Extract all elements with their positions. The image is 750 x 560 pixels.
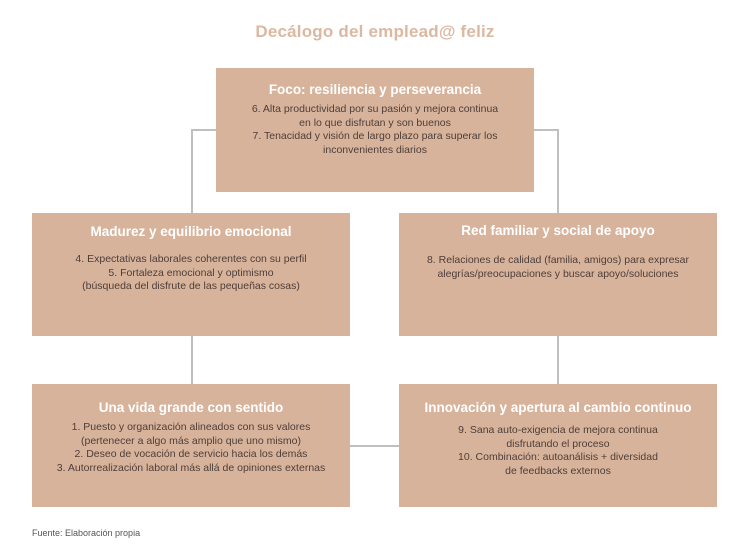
connector-right-vertical: [557, 336, 559, 384]
box-heading: Una vida grande con sentido: [98, 400, 284, 415]
box-text: 6. Alta productividad por su pasión y me…: [251, 103, 499, 156]
connector-top-right-vertical: [557, 129, 559, 213]
box-heading: Madurez y equilibrio emocional: [90, 224, 292, 239]
connector-top-right-horizontal: [534, 129, 559, 131]
box-text: 8. Relaciones de calidad (familia, amigo…: [426, 254, 690, 280]
connector-left-vertical: [191, 336, 193, 384]
box-heading: Innovación y apertura al cambio continuo: [424, 400, 692, 415]
box-text: 1. Puesto y organización alineados con s…: [56, 421, 326, 474]
diagram-title: Decálogo del emplead@ feliz: [255, 22, 495, 41]
source-footnote: Fuente: Elaboración propia: [32, 528, 141, 538]
box-support-network: Red familiar y social de apoyo 8. Relaci…: [399, 213, 717, 336]
box-text: 4. Expectativas laborales coherentes con…: [75, 253, 307, 292]
connector-top-left-vertical: [191, 129, 193, 213]
box-emotional-maturity: Madurez y equilibrio emocional 4. Expect…: [32, 213, 350, 336]
connector-bottom-horizontal: [350, 445, 399, 447]
box-heading: Red familiar y social de apoyo: [461, 223, 655, 238]
box-text: 9. Sana auto-exigencia de mejora continu…: [458, 424, 658, 477]
box-heading: Foco: resiliencia y perseverancia: [268, 82, 482, 97]
connector-top-left-horizontal: [192, 129, 216, 131]
box-innovation-openness: Innovación y apertura al cambio continuo…: [399, 384, 717, 507]
box-meaningful-life: Una vida grande con sentido 1. Puesto y …: [32, 384, 350, 507]
box-focus-resilience: Foco: resiliencia y perseverancia 6. Alt…: [216, 68, 534, 192]
